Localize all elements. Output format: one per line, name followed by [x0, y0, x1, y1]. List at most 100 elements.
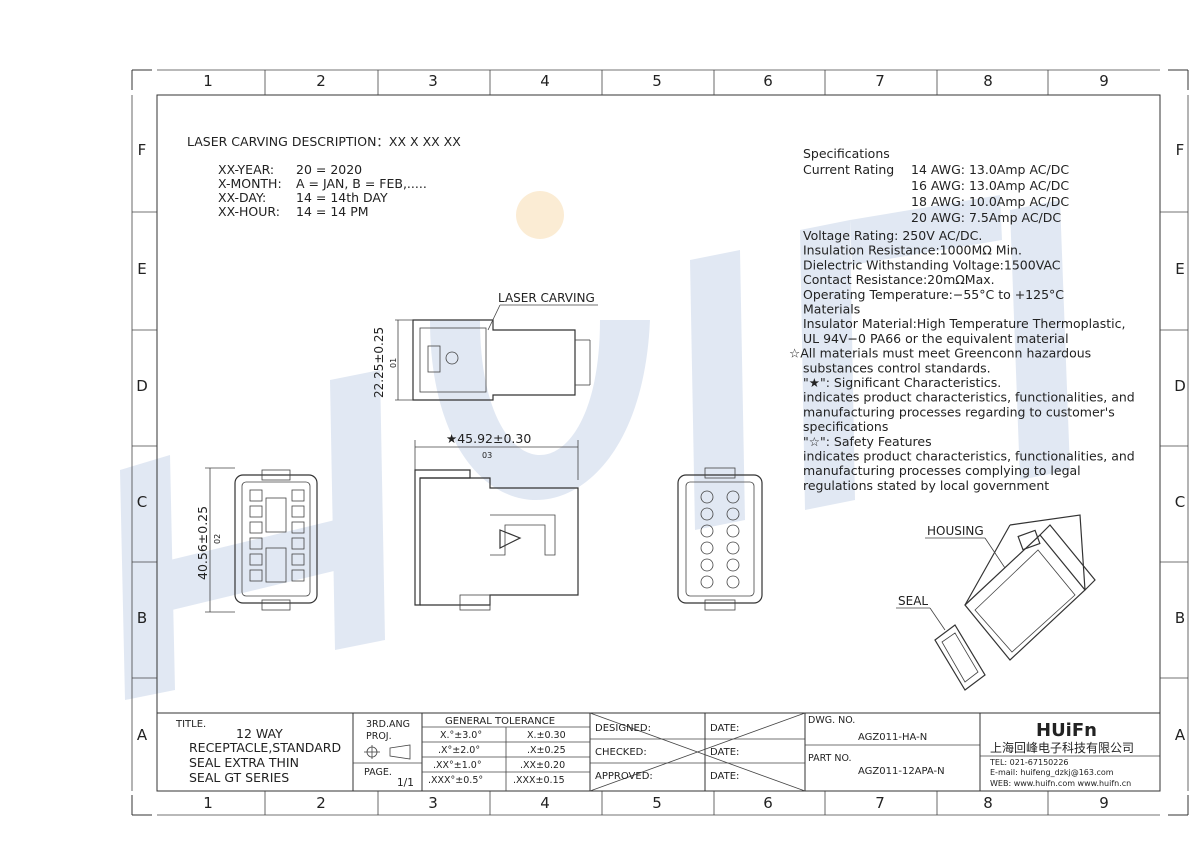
spec-line: indicates product characteristics, funct… [803, 390, 1135, 405]
seal-hole [700, 558, 714, 572]
spec-line: Insulation Resistance:1000MΩ Min. [803, 243, 1022, 258]
cavity [249, 521, 263, 534]
housing-label: HOUSING [927, 524, 984, 538]
row-label: A [1175, 726, 1186, 744]
date-label: DATE: [710, 771, 739, 782]
cavity [291, 489, 305, 502]
cavity [291, 553, 305, 566]
spec-line: specifications [803, 419, 888, 434]
cavity [249, 505, 263, 518]
spec-line: "☆": Safety Features [803, 434, 932, 449]
company-name: 上海回峰电子科技有限公司 [990, 740, 1134, 755]
laser-callout: LASER CARVING [498, 291, 595, 305]
spec-line: indicates product characteristics, funct… [803, 449, 1135, 464]
tol-linear: .X±0.25 [527, 745, 566, 756]
page-value: 1/1 [397, 777, 414, 789]
current-label: Current Rating [803, 162, 894, 177]
top-view: LASER CARVING 22.25±0.25 01 [372, 291, 598, 401]
cavity [291, 569, 305, 582]
laser-value: 14 = 14th DAY [296, 190, 388, 205]
seal-hole [700, 575, 714, 589]
title-label: TITLE. [175, 719, 206, 730]
sheet-frame [131, 69, 1189, 816]
checked-label: CHECKED: [595, 747, 647, 758]
seal-label: SEAL [898, 594, 928, 608]
col-label: 3 [428, 794, 438, 812]
spec-line: Operating Temperature:−55°C to +125°C [803, 287, 1064, 302]
title-line: SEAL GT SERIES [189, 770, 289, 785]
col-label: 1 [203, 72, 213, 90]
spec-line: "★": Significant Characteristics. [803, 375, 1001, 390]
cavity [291, 521, 305, 534]
tol-angle: .X°±2.0° [438, 745, 480, 756]
isometric-view: HOUSING SEAL [896, 514, 1096, 691]
col-label: 6 [763, 72, 773, 90]
laser-key: XX-HOUR: [218, 204, 280, 219]
part-no-label: PART NO. [808, 753, 852, 764]
row-label: E [1175, 260, 1184, 278]
row-label: C [1175, 493, 1185, 511]
seal-hole [726, 524, 740, 538]
seal-hole [726, 558, 740, 572]
seal-hole [726, 507, 740, 521]
col-label: 7 [875, 72, 885, 90]
spec-line: Voltage Rating: 250V AC/DC. [803, 228, 982, 243]
row-label: D [136, 377, 148, 395]
proj-label: 3RD.ANG [366, 719, 410, 730]
title-block: TITLE. 12 WAY RECEPTACLE,STANDARD SEAL E… [157, 712, 1160, 792]
company-tel: TEL: 021-67150226 [989, 758, 1069, 767]
spec-line: Dielectric Withstanding Voltage:1500VAC [803, 257, 1061, 272]
proj-label: PROJ. [366, 731, 392, 742]
tol-header: GENERAL TOLERANCE [445, 716, 555, 727]
seal-hole [726, 541, 740, 555]
tol-angle: X.°±3.0° [440, 730, 482, 741]
row-label: E [137, 260, 146, 278]
approved-label: APPROVED: [595, 771, 653, 782]
side-view: ★45.92±0.30 03 [414, 431, 579, 611]
row-label: B [1175, 609, 1185, 627]
dim-height-front: 40.56±0.25 [195, 506, 210, 580]
date-label: DATE: [710, 747, 739, 758]
specs-heading: Specifications [803, 146, 890, 161]
col-label: 7 [875, 794, 885, 812]
col-label: 8 [983, 794, 993, 812]
cavity [291, 537, 305, 550]
dim-height-top-id: 01 [389, 358, 398, 368]
col-label: 9 [1099, 72, 1109, 90]
col-label: 9 [1099, 794, 1109, 812]
tol-angle: .XXX°±0.5° [428, 775, 483, 786]
spec-line: manufacturing processes complying to leg… [803, 463, 1081, 478]
row-label: A [137, 726, 148, 744]
seal-hole [700, 524, 714, 538]
title-line: 12 WAY [236, 726, 283, 741]
watermark-dot [516, 191, 564, 239]
cavity [249, 553, 263, 566]
rating-line: 16 AWG: 13.0Amp AC/DC [911, 178, 1069, 193]
spec-line: ☆All materials must meet Greenconn hazar… [789, 346, 1091, 361]
row-label: C [137, 493, 147, 511]
col-label: 2 [316, 72, 326, 90]
title-line: RECEPTACLE,STANDARD [189, 740, 341, 755]
spec-line: substances control standards. [803, 360, 991, 375]
col-label: 8 [983, 72, 993, 90]
laser-carving-description: LASER CARVING DESCRIPTION：XX X XX XX XX-… [187, 134, 461, 219]
rear-view [677, 467, 763, 611]
designed-label: DESIGNED: [595, 723, 651, 734]
laser-value: 14 = 14 PM [296, 204, 369, 219]
page-label: PAGE. [364, 767, 392, 778]
seal-hole [726, 575, 740, 589]
col-label: 6 [763, 794, 773, 812]
title-line: SEAL EXTRA THIN [189, 755, 299, 770]
laser-title: LASER CARVING DESCRIPTION：XX X XX XX [187, 134, 461, 149]
rating-line: 18 AWG: 10.0Amp AC/DC [911, 194, 1069, 209]
cavity [291, 505, 305, 518]
cavity [249, 537, 263, 550]
spec-line: Insulator Material:High Temperature Ther… [803, 316, 1125, 331]
row-label: B [137, 609, 147, 627]
seal-hole [700, 507, 714, 521]
company-logo: HUiFn [1036, 720, 1097, 741]
part-no: AGZ011-12APA-N [858, 766, 945, 777]
laser-key: XX-YEAR: [218, 162, 274, 177]
rating-line: 14 AWG: 13.0Amp AC/DC [911, 162, 1069, 177]
